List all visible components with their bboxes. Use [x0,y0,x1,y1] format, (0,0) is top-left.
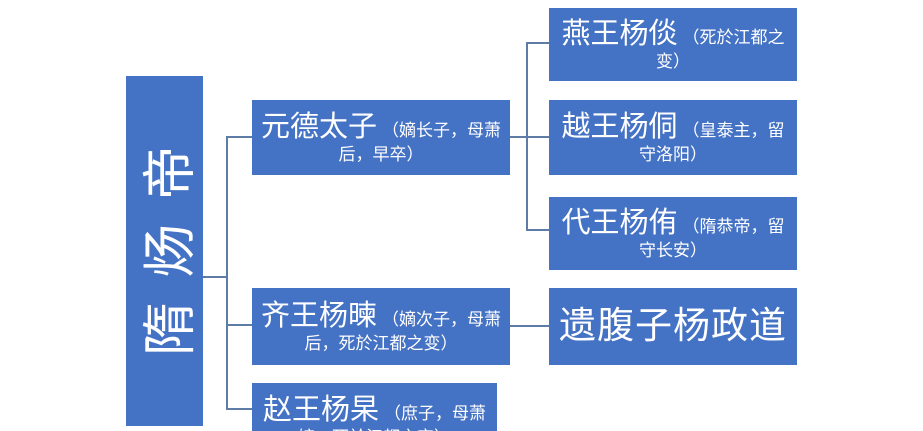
node-qi-wang-yangjian: 齐王杨暕（嫡次子，母萧后，死於江都之变） [252,288,510,365]
node-zhao-note: （庶子，母萧嫔，死於江都之变） [298,403,486,431]
connector-branch-yuande [226,136,254,138]
node-dai-label: 代王杨侑（隋恭帝，留守长安） [549,206,797,261]
connector-left-trunk [226,136,228,410]
node-sui-yangdi-label: 隋炀帝 [140,122,200,356]
connector-right-trunk [526,42,528,231]
node-zhao-label: 赵王杨杲（庶子，母萧嫔，死於江都之变） [252,393,497,431]
connector-qi-yifuzi [510,325,549,327]
node-dai-note: （隋恭帝，留守长安） [639,216,785,260]
node-qi-name: 齐王杨暕 [260,299,377,332]
node-yue-label: 越王杨侗（皇泰主，留守洛阳） [549,110,797,165]
connector-branch-zhao [226,408,254,410]
node-yifuzi-name: 遗腹子杨政道 [559,305,787,347]
node-zhao-wang-yanggao: 赵王杨杲（庶子，母萧嫔，死於江都之变） [252,383,497,431]
connector-branch-dai [526,229,549,231]
node-yan-name: 燕王杨倓 [561,17,678,50]
node-yue-note: （皇泰主，留守洛阳） [639,120,785,164]
node-qi-note: （嫡次子，母萧后，死於江都之变） [304,309,502,353]
node-yan-note: （死於江都之变） [656,27,785,71]
node-yuande-label: 元德太子（嫡长子，母萧后，早卒） [252,110,510,165]
connector-yuande-trunk [510,136,549,138]
connector-branch-yan [526,42,549,44]
node-dai-name: 代王杨侑 [561,206,678,239]
node-yue-wang-yangtong: 越王杨侗（皇泰主，留守洛阳） [549,100,797,175]
node-dai-wang-yangyou: 代王杨侑（隋恭帝，留守长安） [549,197,797,270]
node-yan-label: 燕王杨倓（死於江都之变） [549,17,797,72]
connector-branch-qi [226,324,254,326]
node-sui-yangdi: 隋炀帝 [126,76,203,426]
node-yuande-name: 元德太子 [260,110,377,143]
node-yuande-taizi: 元德太子（嫡长子，母萧后，早卒） [252,100,510,175]
node-yifuzi-yangzhengdao: 遗腹子杨政道 [549,288,797,365]
node-qi-label: 齐王杨暕（嫡次子，母萧后，死於江都之变） [252,299,510,354]
node-yuande-note: （嫡长子，母萧后，早卒） [338,120,502,164]
connector-root-trunk [203,276,227,278]
node-zhao-name: 赵王杨杲 [262,393,379,426]
node-yan-wang-yangtan: 燕王杨倓（死於江都之变） [549,8,797,81]
node-yue-name: 越王杨侗 [561,110,678,143]
